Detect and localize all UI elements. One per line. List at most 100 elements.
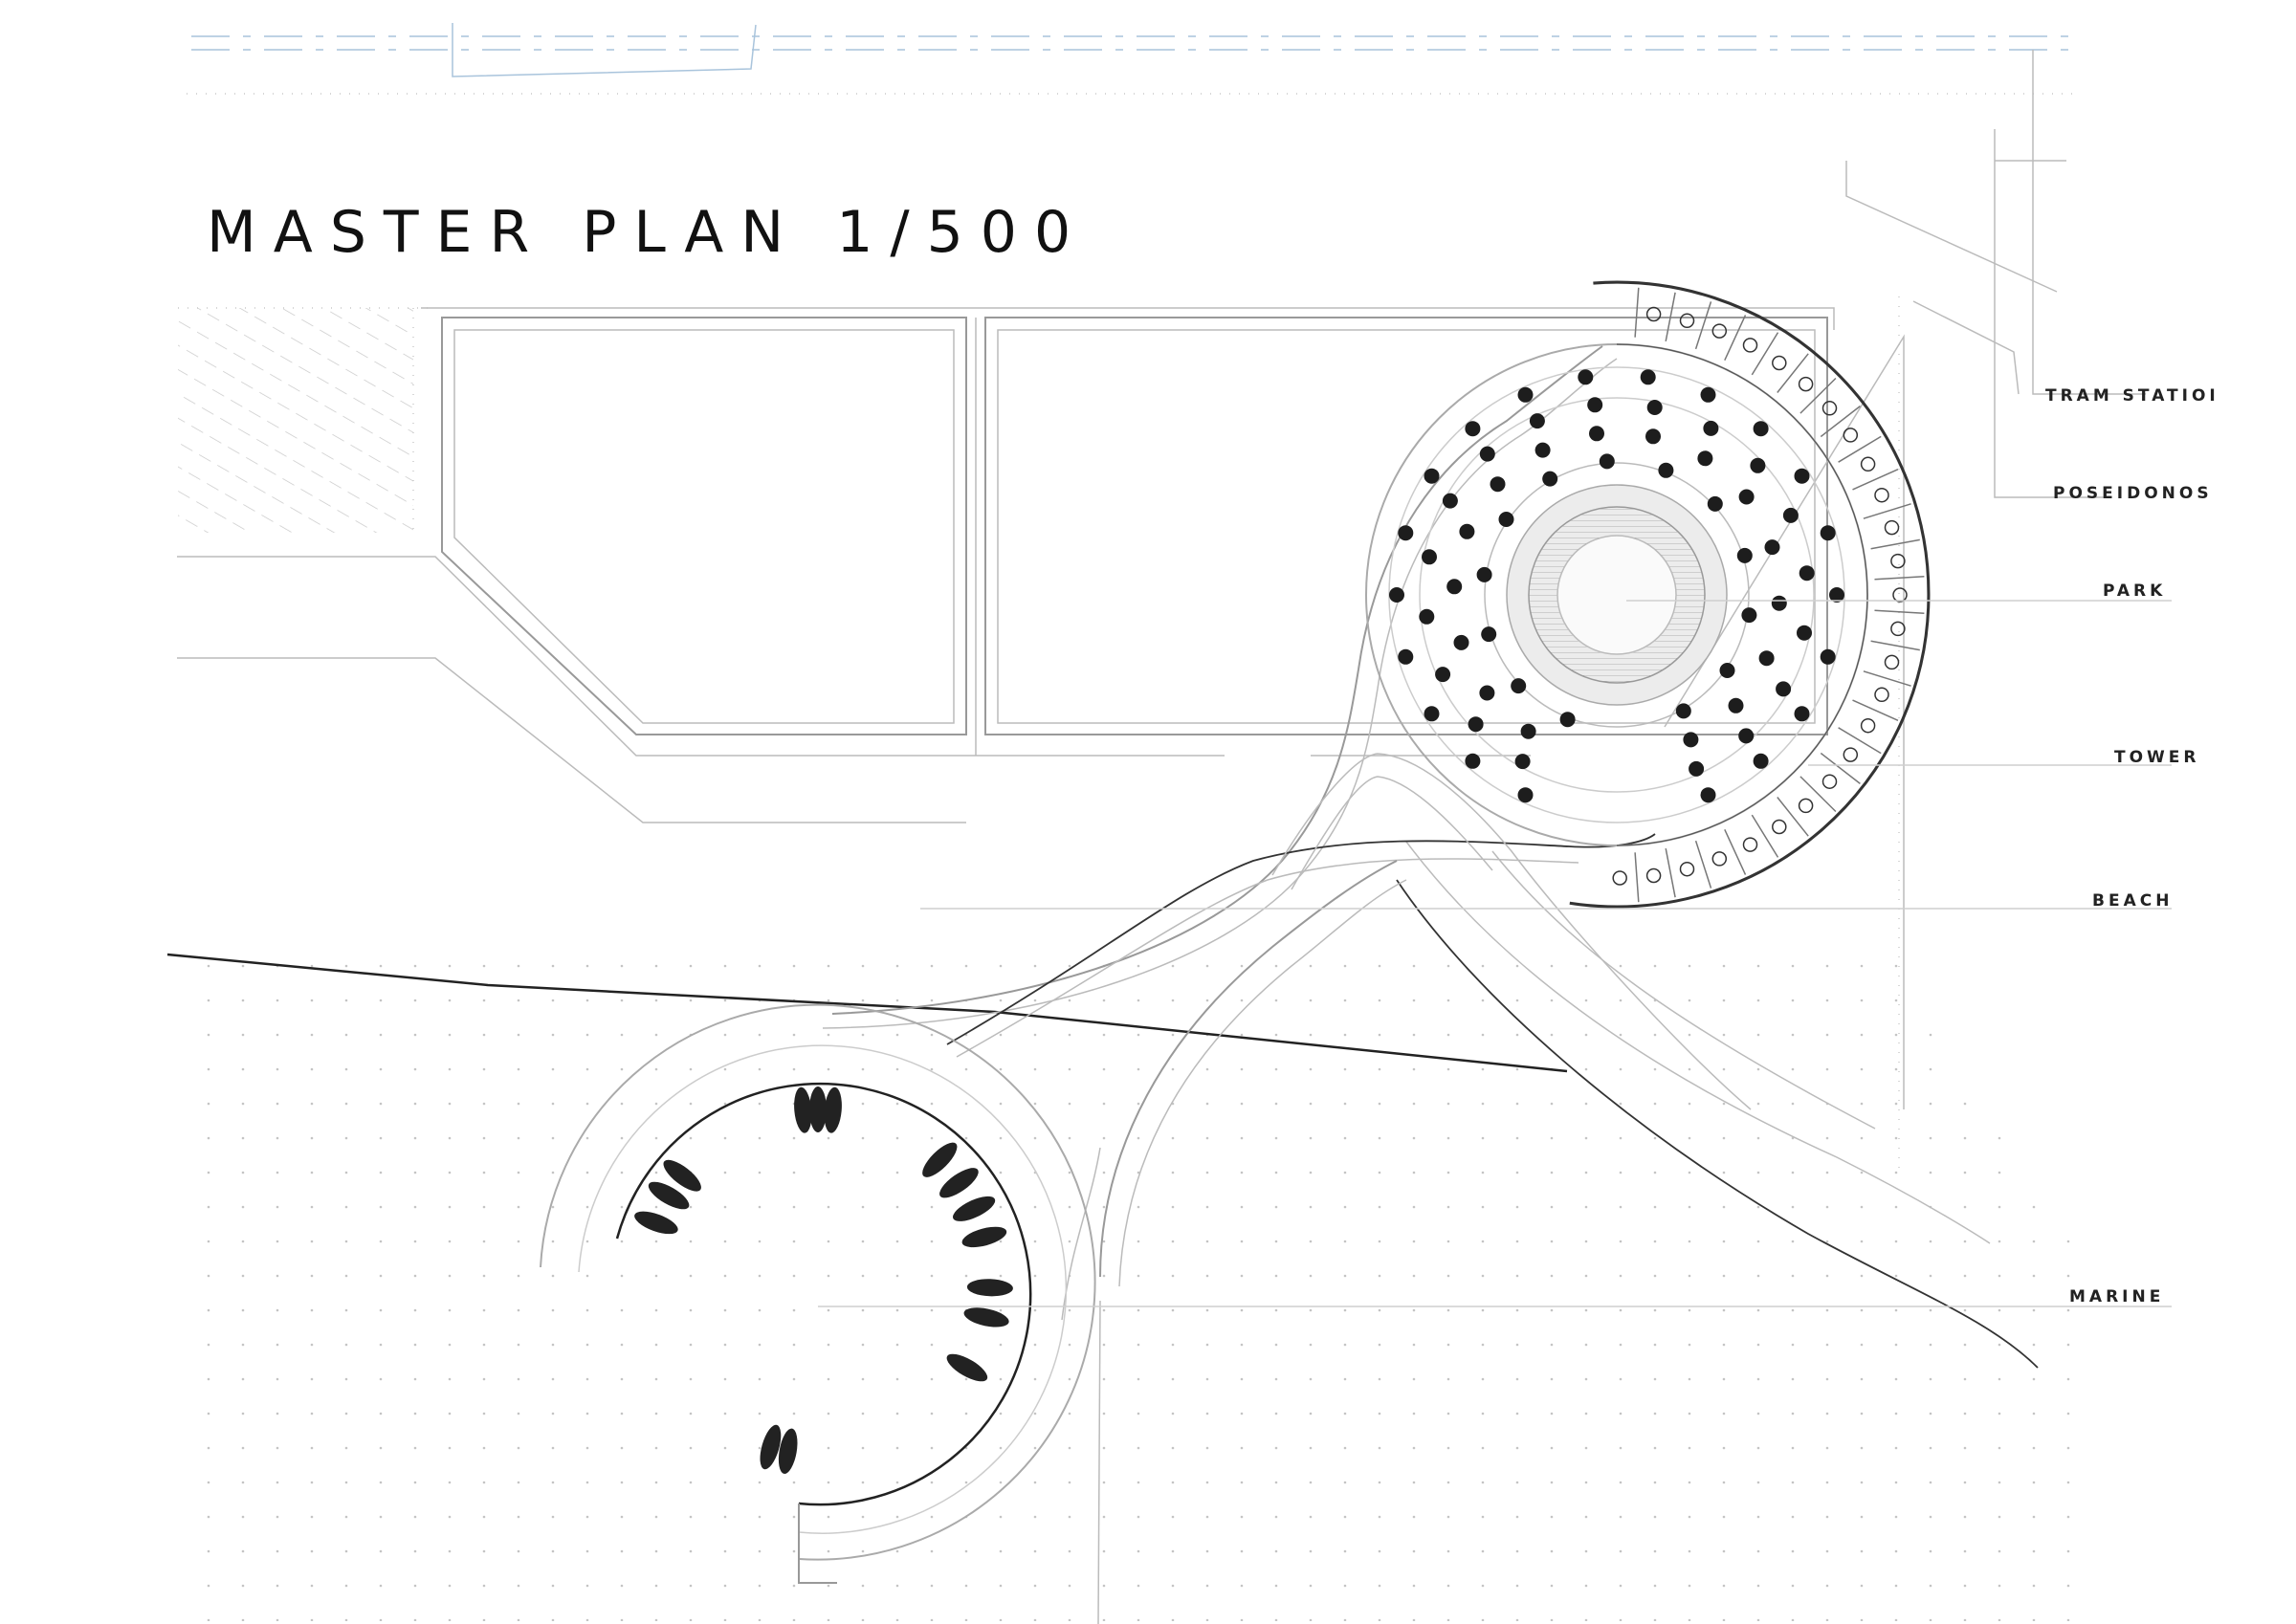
boat	[778, 1428, 798, 1474]
park-tree	[1776, 681, 1792, 697]
tower-unit	[1843, 428, 1859, 443]
tower-unit-divider	[1874, 575, 1925, 581]
boat	[963, 1307, 1009, 1328]
park-tree	[1424, 468, 1440, 484]
park-tree	[1658, 462, 1674, 478]
park-tree	[1797, 625, 1812, 641]
park-tree	[1738, 728, 1755, 744]
tower-unit	[1843, 747, 1859, 762]
park-tree	[1771, 595, 1787, 611]
park-tree	[1476, 566, 1492, 582]
tower-unit-divider	[1799, 377, 1837, 414]
park-tree	[1419, 608, 1435, 625]
tower-unit-divider	[1874, 609, 1925, 615]
park-tree	[1453, 634, 1469, 650]
park-tree	[1559, 712, 1576, 728]
park-tree	[1829, 587, 1844, 603]
tower-unit	[1874, 487, 1889, 503]
park-tree	[1750, 457, 1766, 473]
tower-unit	[1798, 798, 1814, 814]
tower-unit	[1890, 621, 1906, 637]
park-tree	[1398, 525, 1414, 541]
tower-unit	[1711, 323, 1728, 339]
park-tree	[1820, 525, 1836, 541]
park-tree	[1481, 626, 1497, 643]
boat	[946, 1353, 988, 1382]
park-tree	[1782, 507, 1799, 523]
tower-unit-divider	[1777, 797, 1809, 837]
tower-unit-divider	[1634, 852, 1640, 903]
tower-unit-divider	[1777, 353, 1809, 393]
park-tree	[1820, 648, 1836, 665]
tower-unit-divider	[1665, 292, 1676, 342]
tower-unit	[1645, 867, 1662, 884]
label-poseidonos: POSEIDONOS	[2053, 484, 2213, 503]
tower-unit	[1884, 654, 1900, 670]
tower-unit-divider	[1863, 503, 1911, 519]
park-tree	[1389, 587, 1404, 603]
tower-unit-divider	[1634, 287, 1640, 338]
park-tree	[1764, 539, 1780, 556]
tower-unit-divider	[1724, 315, 1747, 362]
tower-unit	[1742, 338, 1758, 353]
tower-unit	[1892, 587, 1908, 603]
boat	[648, 1181, 690, 1210]
coastline	[166, 841, 2039, 1369]
tower-unit	[1884, 519, 1900, 536]
tower-unit	[1890, 553, 1906, 569]
park-tree	[1479, 685, 1495, 701]
tower-unit-divider	[1863, 670, 1911, 687]
label-park: PARK	[2103, 582, 2167, 601]
park-tree	[1645, 428, 1661, 445]
park-tree	[1758, 650, 1775, 667]
tower-unit-divider	[1694, 301, 1712, 350]
city-blocks	[177, 307, 1905, 1109]
tower-unit	[1612, 870, 1627, 886]
park-tree	[1479, 446, 1495, 462]
tower-unit-divider	[1852, 699, 1899, 721]
park-tree	[1703, 420, 1719, 436]
park-tree	[1675, 703, 1691, 719]
boat	[663, 1159, 701, 1192]
park-tree	[1736, 547, 1753, 563]
tower-unit-divider	[1870, 538, 1920, 550]
tower-unit-divider	[1838, 727, 1882, 755]
park-tree	[1753, 753, 1769, 769]
tower-unit	[1860, 456, 1876, 472]
label-tower: TOWER	[2114, 748, 2200, 767]
boat	[824, 1086, 842, 1133]
tower-unit-divider	[1665, 847, 1676, 898]
tower-unit-divider	[1820, 406, 1861, 438]
tower-unit-divider	[1820, 752, 1861, 784]
top-water-edge	[187, 23, 2081, 95]
park-tree	[1741, 607, 1757, 624]
park-tree	[1514, 754, 1531, 770]
boat	[760, 1424, 782, 1470]
park-tree	[1511, 678, 1527, 694]
park-tree	[1542, 471, 1558, 487]
tower-unit	[1821, 774, 1838, 789]
marina	[540, 1003, 1096, 1584]
label-marine: MARINE	[2069, 1287, 2165, 1306]
tower-unit-divider	[1870, 640, 1920, 651]
park-tree	[1422, 549, 1437, 565]
park-tree	[1459, 523, 1475, 539]
boat	[961, 1226, 1007, 1248]
tower-unit	[1679, 313, 1695, 329]
label-tram-station: TRAM STATIOI	[2045, 386, 2219, 406]
tower-unit	[1711, 851, 1728, 867]
park-tree	[1435, 667, 1451, 683]
park-tree	[1738, 489, 1755, 505]
park-tree	[1794, 468, 1810, 484]
park-tree	[1498, 512, 1514, 527]
tower-unit	[1679, 861, 1695, 877]
park-tree	[1640, 369, 1656, 385]
park-tree	[1683, 732, 1699, 748]
label-beach: BEACH	[2092, 891, 2174, 911]
park-tree	[1468, 716, 1484, 733]
park-tree	[1599, 453, 1615, 470]
park-tree	[1578, 369, 1594, 385]
boat	[953, 1196, 996, 1221]
park-tree	[1794, 706, 1810, 722]
tower-unit	[1772, 819, 1787, 835]
